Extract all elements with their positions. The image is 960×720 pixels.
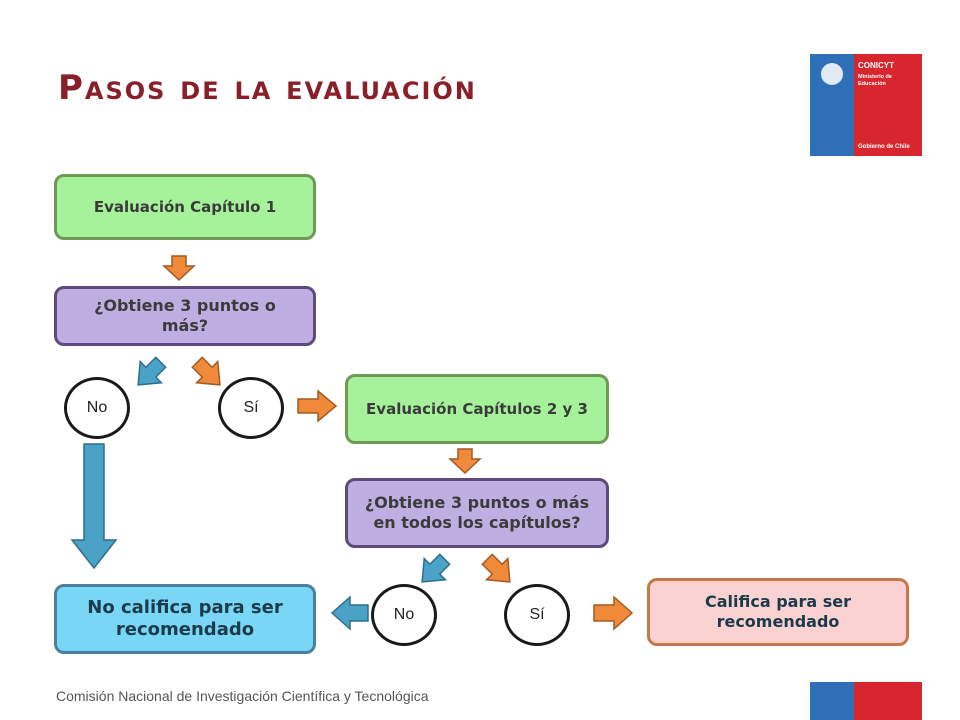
arrow-down-eval1-q1: [162, 255, 196, 282]
arrow-q2-si: [481, 553, 511, 583]
node-eval-capitulo-1: Evaluación Capítulo 1: [54, 174, 316, 240]
node-question-2: ¿Obtiene 3 puntos o más en todos los cap…: [345, 478, 609, 548]
arrow-q2-no: [421, 553, 451, 583]
node-si-2: Sí: [504, 584, 570, 646]
footer-text: Comisión Nacional de Investigación Cient…: [56, 688, 429, 704]
node-question-1: ¿Obtiene 3 puntos o más?: [54, 286, 316, 346]
logo-footer: Gobierno de Chile: [858, 144, 910, 150]
arrow-q1-no: [137, 356, 167, 386]
node-no-1: No: [64, 377, 130, 439]
node-no-2: No: [371, 584, 437, 646]
arrow-no2-nocalifica: [330, 595, 369, 631]
node-eval-capitulos-2-3: Evaluación Capítulos 2 y 3: [345, 374, 609, 444]
page-title: Pasos de la evaluación: [58, 68, 477, 108]
logo-org: CONICYT: [858, 61, 894, 70]
node-si-1: Sí: [218, 377, 284, 439]
node-califica: Califica para ser recomendado: [647, 578, 909, 646]
arrow-si-eval23: [297, 389, 338, 423]
arrow-no-nocalifica: [70, 443, 118, 570]
arrow-q1-si: [191, 356, 221, 386]
node-no-califica: No califica para ser recomendado: [54, 584, 316, 654]
conicyt-logo: CONICYT Ministerio de Educación Gobierno…: [810, 54, 922, 156]
logo-line1: Ministerio de: [858, 74, 892, 80]
arrow-down-eval23-q2: [448, 448, 482, 475]
chile-flag-corner: [810, 682, 922, 720]
arrow-si2-califica: [593, 595, 634, 631]
logo-line2: Educación: [858, 81, 886, 87]
